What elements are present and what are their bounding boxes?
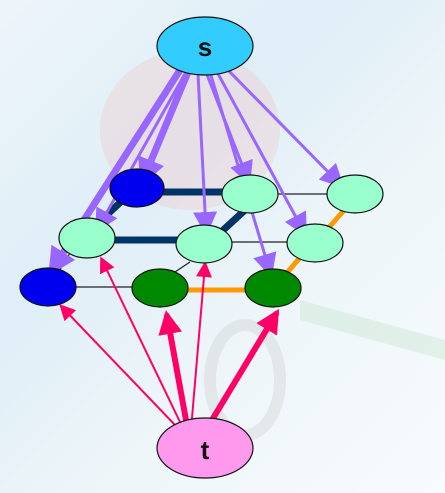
arrow-t-c3 xyxy=(209,308,280,423)
arrow-t-c2 xyxy=(158,310,189,423)
node-a2 xyxy=(221,174,279,214)
node-a3 xyxy=(326,174,384,214)
node-t xyxy=(156,417,254,479)
arrow-s-a1 xyxy=(138,68,192,187)
arrow-s-b1 xyxy=(95,70,188,234)
arrow-t-c1 xyxy=(59,304,176,426)
node-c3 xyxy=(244,268,302,308)
node-b1 xyxy=(58,217,116,259)
arrow-s-b3 xyxy=(214,68,307,238)
edge-b2-c2 xyxy=(174,261,191,273)
arrow-t-b2 xyxy=(191,261,212,419)
node-c1 xyxy=(19,267,77,307)
arrow-s-c3 xyxy=(208,70,277,278)
node-b3 xyxy=(286,223,344,263)
sink-arrows xyxy=(59,256,280,426)
node-b2 xyxy=(175,224,233,264)
source-arrows xyxy=(48,62,345,278)
node-s xyxy=(156,16,254,76)
node-a1 xyxy=(109,168,165,208)
arrow-s-b2 xyxy=(193,72,218,236)
arrow-t-b1 xyxy=(99,256,181,423)
node-s-label: s xyxy=(198,32,212,62)
node-t-label: t xyxy=(201,435,210,465)
arrow-s-a3 xyxy=(220,62,345,189)
node-c2 xyxy=(131,268,189,308)
nodes xyxy=(19,16,384,479)
